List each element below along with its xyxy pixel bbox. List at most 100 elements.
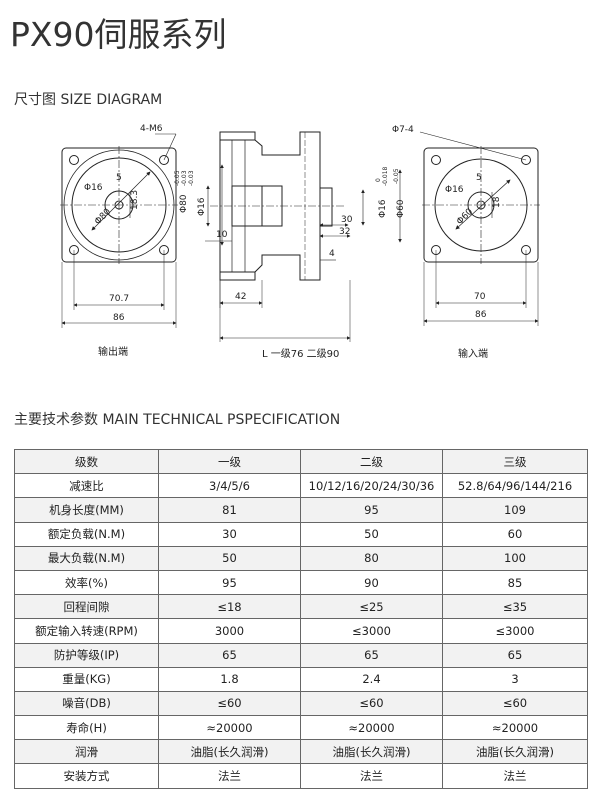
side-view xyxy=(205,131,402,342)
output-hole-tr xyxy=(159,155,169,165)
input-end-caption: 输入端 xyxy=(458,347,488,360)
table-cell: 油脂(长久润滑) xyxy=(300,739,443,765)
row-label: 润滑 xyxy=(14,739,159,765)
side-pilot-dia: Φ80 xyxy=(179,194,189,213)
input-pilot-dia: Φ60 xyxy=(455,207,475,227)
row-label: 寿命(H) xyxy=(14,715,159,741)
table-cell: 81 xyxy=(158,497,301,523)
output-key-height: 18.3 xyxy=(130,190,140,210)
row-label: 额定输入转速(RPM) xyxy=(14,618,159,644)
page-title: PX90伺服系列 xyxy=(10,15,227,54)
spec-heading: 主要技术参数 MAIN TECHNICAL PSPECIFICATION xyxy=(14,412,341,428)
side-shaft-dia: Φ16 xyxy=(197,197,207,216)
input-key-width: 5 xyxy=(476,173,482,183)
side-length-42: 42 xyxy=(235,292,246,302)
side-length-caption: L 一级76 二级90 xyxy=(262,348,339,360)
input-hole-tl xyxy=(431,155,441,165)
table-cell: 52.8/64/96/144/216 xyxy=(442,473,588,499)
output-end-caption: 输出端 xyxy=(98,345,128,358)
header-stage-1: 一级 xyxy=(158,448,301,475)
table-cell: 3 xyxy=(442,666,588,692)
input-shaft xyxy=(319,187,333,227)
side-input-shaft-dia: Φ16 xyxy=(378,199,388,218)
output-tolerance-1: -0.05 xyxy=(174,170,181,186)
row-label: 机身长度(MM) xyxy=(14,497,159,523)
table-cell: ≤35 xyxy=(442,594,588,620)
gearbox-body xyxy=(219,131,321,281)
table-cell: 95 xyxy=(300,497,443,523)
input-end-view xyxy=(419,131,540,326)
table-cell: ≤60 xyxy=(442,690,588,717)
table-cell: 50 xyxy=(158,545,301,571)
table-cell: ≈20000 xyxy=(442,715,588,741)
table-cell: 65 xyxy=(442,642,588,668)
table-cell: 10/12/16/20/24/30/36 xyxy=(300,473,443,499)
table-cell: 法兰 xyxy=(158,763,301,789)
table-cell: 法兰 xyxy=(442,763,588,789)
side-tolerance-3: -0.05 xyxy=(393,168,400,184)
table-cell: 65 xyxy=(300,642,443,668)
table-cell: 109 xyxy=(442,497,588,523)
input-holes-label: Φ7-4 xyxy=(392,125,414,135)
output-flange-width: 86 xyxy=(113,313,125,323)
spec-header-row: 级数 一级 二级 三级 xyxy=(14,448,588,475)
row-label: 安装方式 xyxy=(14,763,159,789)
output-holes-label: 4-M6 xyxy=(140,124,163,134)
input-bolt-pitch: 70 xyxy=(474,292,486,302)
table-row: 润滑油脂(长久润滑)油脂(长久润滑)油脂(长久润滑) xyxy=(14,739,588,765)
table-row: 寿命(H)≈20000≈20000≈20000 xyxy=(14,715,588,741)
row-label: 额定负载(N.M) xyxy=(14,521,159,547)
row-label: 效率(%) xyxy=(14,569,159,596)
side-tolerance-2: -0.018 xyxy=(382,166,389,186)
table-row: 额定输入转速(RPM)3000≤3000≤3000 xyxy=(14,618,588,644)
output-shaft-dia: Φ16 xyxy=(84,183,103,193)
row-label: 减速比 xyxy=(14,473,159,499)
table-cell: ≤60 xyxy=(300,690,443,717)
input-flange-width: 86 xyxy=(475,310,487,320)
row-label: 最大负载(N.M) xyxy=(14,545,159,571)
table-cell: 2.4 xyxy=(300,666,443,692)
table-cell: 80 xyxy=(300,545,443,571)
table-cell: 油脂(长久润滑) xyxy=(158,739,301,765)
input-hole-tr xyxy=(521,155,531,165)
side-dim-32: 32 xyxy=(339,227,350,237)
table-cell: 100 xyxy=(442,545,588,571)
output-end-view xyxy=(60,133,178,328)
header-stage-2: 二级 xyxy=(300,448,443,475)
table-cell: ≤3000 xyxy=(300,618,443,644)
header-stage-3: 三级 xyxy=(442,448,588,475)
side-dim-4: 4 xyxy=(329,249,335,259)
table-cell: ≤3000 xyxy=(442,618,588,644)
table-cell: 1.8 xyxy=(158,666,301,692)
output-tolerance-3: -0.03 xyxy=(188,170,195,186)
table-cell: ≤60 xyxy=(158,690,301,717)
input-key-height: 18 xyxy=(492,196,502,208)
table-cell: 90 xyxy=(300,569,443,596)
table-cell: 油脂(长久润滑) xyxy=(442,739,588,765)
table-cell: ≤18 xyxy=(158,594,301,620)
side-dim-30: 30 xyxy=(341,215,353,225)
side-input-pilot-dia: Φ60 xyxy=(396,199,406,218)
side-tolerance-1: 0 xyxy=(375,178,382,182)
table-cell: 85 xyxy=(442,569,588,596)
output-hole-tl xyxy=(69,155,79,165)
table-row: 回程间隙≤18≤25≤35 xyxy=(14,594,588,620)
header-stage: 级数 xyxy=(14,448,159,475)
output-pilot-dia: Φ80 xyxy=(93,207,113,227)
table-cell: 50 xyxy=(300,521,443,547)
table-cell: 3/4/5/6 xyxy=(158,473,301,499)
output-key-width: 5 xyxy=(116,173,122,183)
table-cell: 30 xyxy=(158,521,301,547)
row-label: 回程间隙 xyxy=(14,594,159,620)
table-cell: 65 xyxy=(158,642,301,668)
table-cell: ≤25 xyxy=(300,594,443,620)
input-shaft-dia: Φ16 xyxy=(445,185,464,195)
size-diagram-heading: 尺寸图 SIZE DIAGRAM xyxy=(14,92,163,108)
table-row: 安装方式法兰法兰法兰 xyxy=(14,763,588,789)
table-cell: ≈20000 xyxy=(300,715,443,741)
